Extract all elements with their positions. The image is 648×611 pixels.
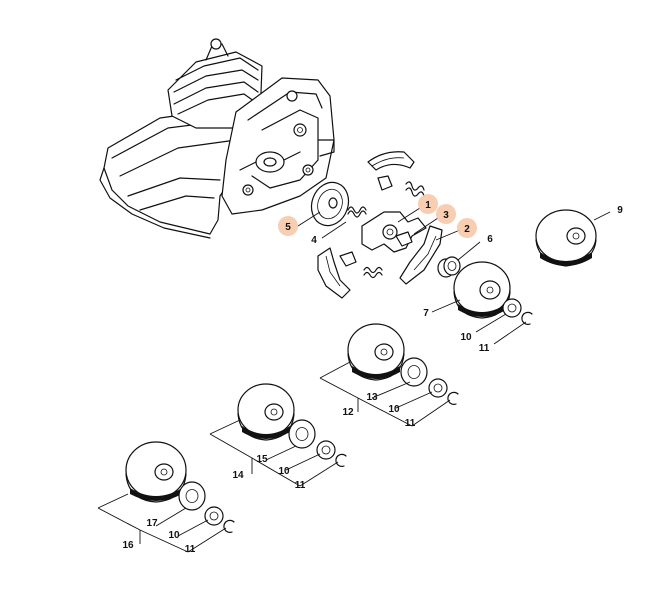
clutch-carrier — [361, 211, 427, 253]
callout-3: 3 — [443, 210, 449, 221]
engine-assembly — [99, 38, 335, 239]
callout-2: 2 — [464, 224, 470, 235]
clutch-drum-15 — [237, 383, 347, 467]
callout-10-b: 10 — [388, 404, 400, 415]
clutch-shoe-lower — [317, 247, 357, 299]
highlight-5 — [278, 216, 298, 236]
callout-10-d: 10 — [168, 530, 180, 541]
callout-6: 6 — [487, 234, 493, 245]
callout-11-a: 11 — [479, 343, 490, 354]
clutch-shoe-right — [395, 225, 443, 285]
callout-17: 17 — [146, 518, 158, 529]
callout-highlights — [278, 194, 477, 238]
spring-upper — [405, 181, 425, 197]
callout-7: 7 — [423, 308, 429, 319]
spring-small — [347, 206, 367, 218]
callout-10-a: 10 — [460, 332, 472, 343]
highlight-1 — [418, 194, 438, 214]
callout-15: 15 — [256, 454, 268, 465]
spring-lower — [363, 266, 383, 279]
washer-plate — [310, 181, 350, 227]
needle-cage — [437, 256, 461, 278]
leader-lines — [97, 207, 611, 553]
highlight-3 — [436, 204, 456, 224]
callout-5: 5 — [285, 222, 291, 233]
clutch-assembly — [310, 151, 461, 299]
callout-11-b: 11 — [405, 418, 416, 429]
clutch-drum-17 — [125, 441, 235, 533]
callout-9: 9 — [617, 205, 623, 216]
clutch-shoe-upper — [367, 151, 415, 191]
callout-10-c: 10 — [278, 466, 290, 477]
callout-13: 13 — [366, 392, 378, 403]
callout-labels: 1 3 2 5 4 6 9 7 10 11 13 12 10 11 15 14 … — [122, 200, 623, 555]
clutch-drum-9 — [535, 209, 597, 267]
callout-4: 4 — [311, 235, 317, 246]
callout-14: 14 — [232, 470, 244, 481]
highlight-2 — [457, 218, 477, 238]
callout-11-d: 11 — [185, 544, 196, 555]
callout-16: 16 — [122, 540, 134, 551]
callout-11-c: 11 — [295, 480, 306, 491]
callout-1: 1 — [425, 200, 431, 211]
clutch-drum-7 — [453, 261, 533, 325]
callout-12: 12 — [342, 407, 354, 418]
clutch-drum-13 — [347, 323, 459, 405]
